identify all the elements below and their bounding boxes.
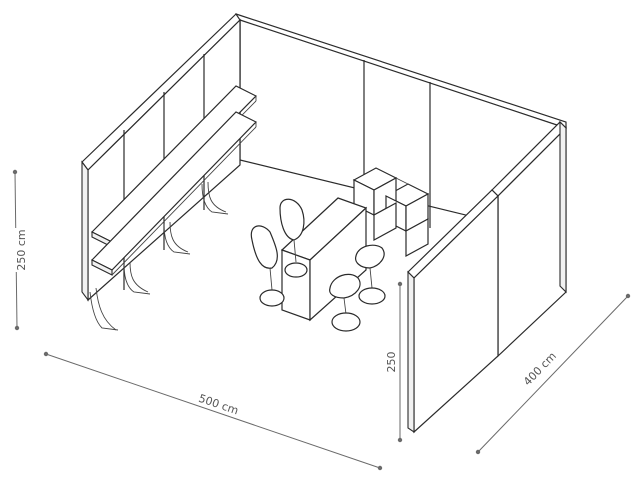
dimension-label-height-left: 250 cm: [14, 228, 28, 272]
back-wall: [235, 13, 567, 239]
depth-right-text: 400 cm: [521, 350, 559, 389]
height-front-wall-text: 250: [385, 352, 398, 373]
right-wall: [491, 120, 567, 358]
width-front-text: 500 cm: [197, 392, 240, 418]
dimension-lines: [12, 169, 631, 471]
front-wall-panel: [407, 189, 499, 434]
stools: [250, 198, 386, 332]
dimension-label-front-height: 250: [384, 348, 398, 376]
dimension-label-depth: 400 cm: [517, 346, 562, 391]
dimension-label-width: 500 cm: [193, 389, 244, 419]
wall-shelves: [89, 85, 258, 331]
height-left-text: 250 cm: [15, 229, 28, 270]
